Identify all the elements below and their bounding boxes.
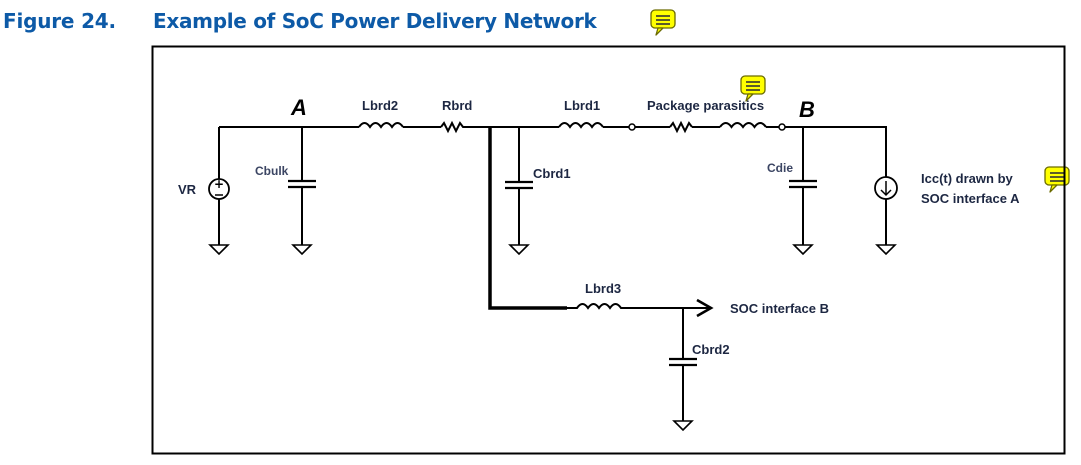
output-arrow-icon (696, 298, 714, 318)
label-cbrd2: Cbrd2 (692, 342, 730, 357)
lbrd3-inductor (567, 303, 651, 310)
node-b-label: B (799, 97, 815, 122)
ground-icon (209, 244, 229, 255)
diagram-frame (151, 45, 1066, 455)
package-terminal-in (628, 123, 636, 131)
package-terminal-out (778, 123, 786, 131)
lbrd2-inductor (358, 122, 404, 129)
label-soc-interface-b: SOC interface B (730, 301, 829, 316)
cbulk-capacitor (288, 127, 316, 255)
label-lbrd3: Lbrd3 (585, 281, 621, 296)
comment-icon-title[interactable] (650, 9, 676, 36)
svg-text:+: + (214, 177, 224, 191)
branch-wire (488, 127, 567, 310)
label-rbrd: Rbrd (442, 98, 472, 113)
icc-current-source (874, 127, 898, 255)
label-icc-line1: Icc(t) drawn by (921, 171, 1014, 186)
label-lbrd2: Lbrd2 (362, 98, 398, 113)
package-resistor (669, 120, 693, 134)
rbrd-resistor (440, 120, 466, 134)
figure-number: Figure 24. (3, 9, 116, 33)
cdie-capacitor (789, 127, 817, 255)
package-inductor (719, 122, 767, 129)
ground-icon (673, 420, 693, 431)
label-cdie: Cdie (767, 161, 793, 175)
label-lbrd1: Lbrd1 (564, 98, 600, 113)
ground-icon (292, 244, 312, 255)
label-icc-line2: SOC interface A (921, 191, 1020, 206)
label-cbrd1: Cbrd1 (533, 166, 571, 181)
ground-icon (876, 244, 896, 255)
figure-title: Example of SoC Power Delivery Network (153, 9, 597, 33)
ground-icon (509, 244, 529, 255)
label-cbulk: Cbulk (255, 164, 289, 178)
lbrd1-inductor (558, 122, 604, 129)
vr-source: + (208, 127, 230, 255)
cbrd1-capacitor (505, 127, 533, 255)
label-vr: VR (178, 182, 197, 197)
ground-icon (793, 244, 813, 255)
node-a-label: A (290, 95, 307, 120)
label-package-parasitics: Package parasitics (647, 98, 764, 113)
cbrd2-capacitor (669, 308, 697, 431)
